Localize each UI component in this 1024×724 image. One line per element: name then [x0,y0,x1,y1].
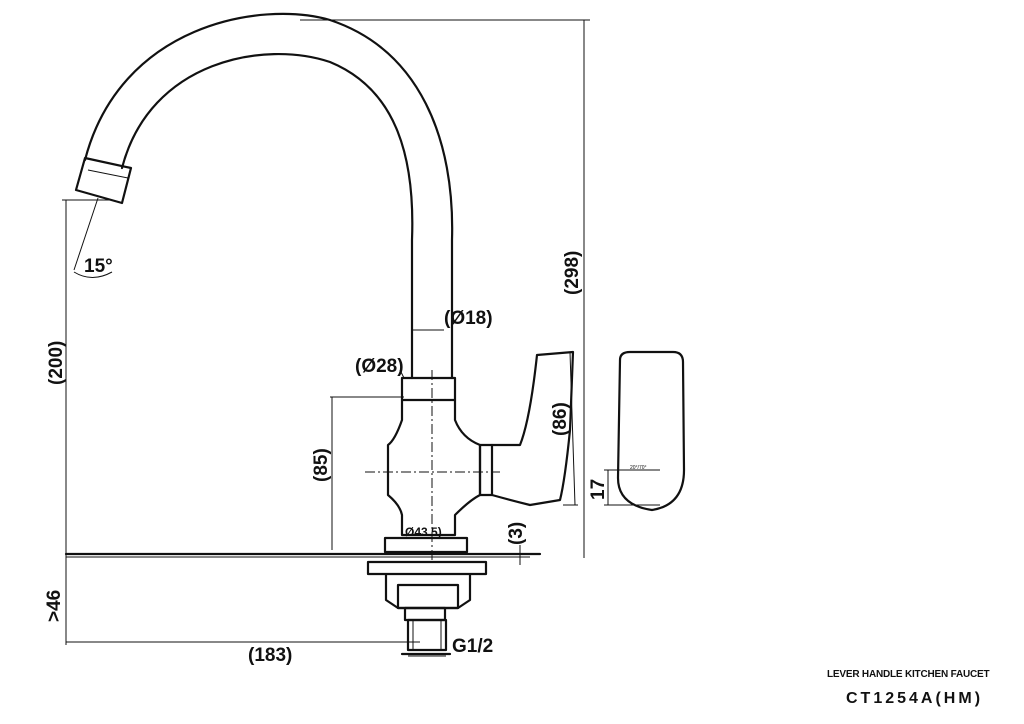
title-line-1: LEVER HANDLE KITCHEN FAUCET [827,669,990,680]
thread-46-label: >46 [44,590,65,622]
height-298-label: (298) [562,251,583,295]
angle-label: 15° [84,256,113,277]
base-dia-label: Ø43.5) [405,525,442,539]
faucet-body [365,370,500,560]
lever-handle [490,350,578,507]
dia-28-label: (Ø28) [355,356,404,377]
title-line-2: CT1254A(HM) [846,690,984,707]
height-85-label: (85) [311,448,332,482]
handle-17-label: 17 [588,479,609,500]
dimension-lines [65,19,590,657]
handle-angle-note: 20°/70° [630,465,647,471]
thread-size-label: G1/2 [452,636,493,657]
handle-front-view [604,350,686,512]
dia-18-label: (Ø18) [444,308,493,329]
reach-183-label: (183) [248,645,292,666]
spout [62,12,454,645]
base-mount [64,536,542,656]
height-200-label: (200) [46,341,67,385]
gap-3-label: (3) [506,522,527,545]
handle-86-label: (86) [550,402,571,436]
